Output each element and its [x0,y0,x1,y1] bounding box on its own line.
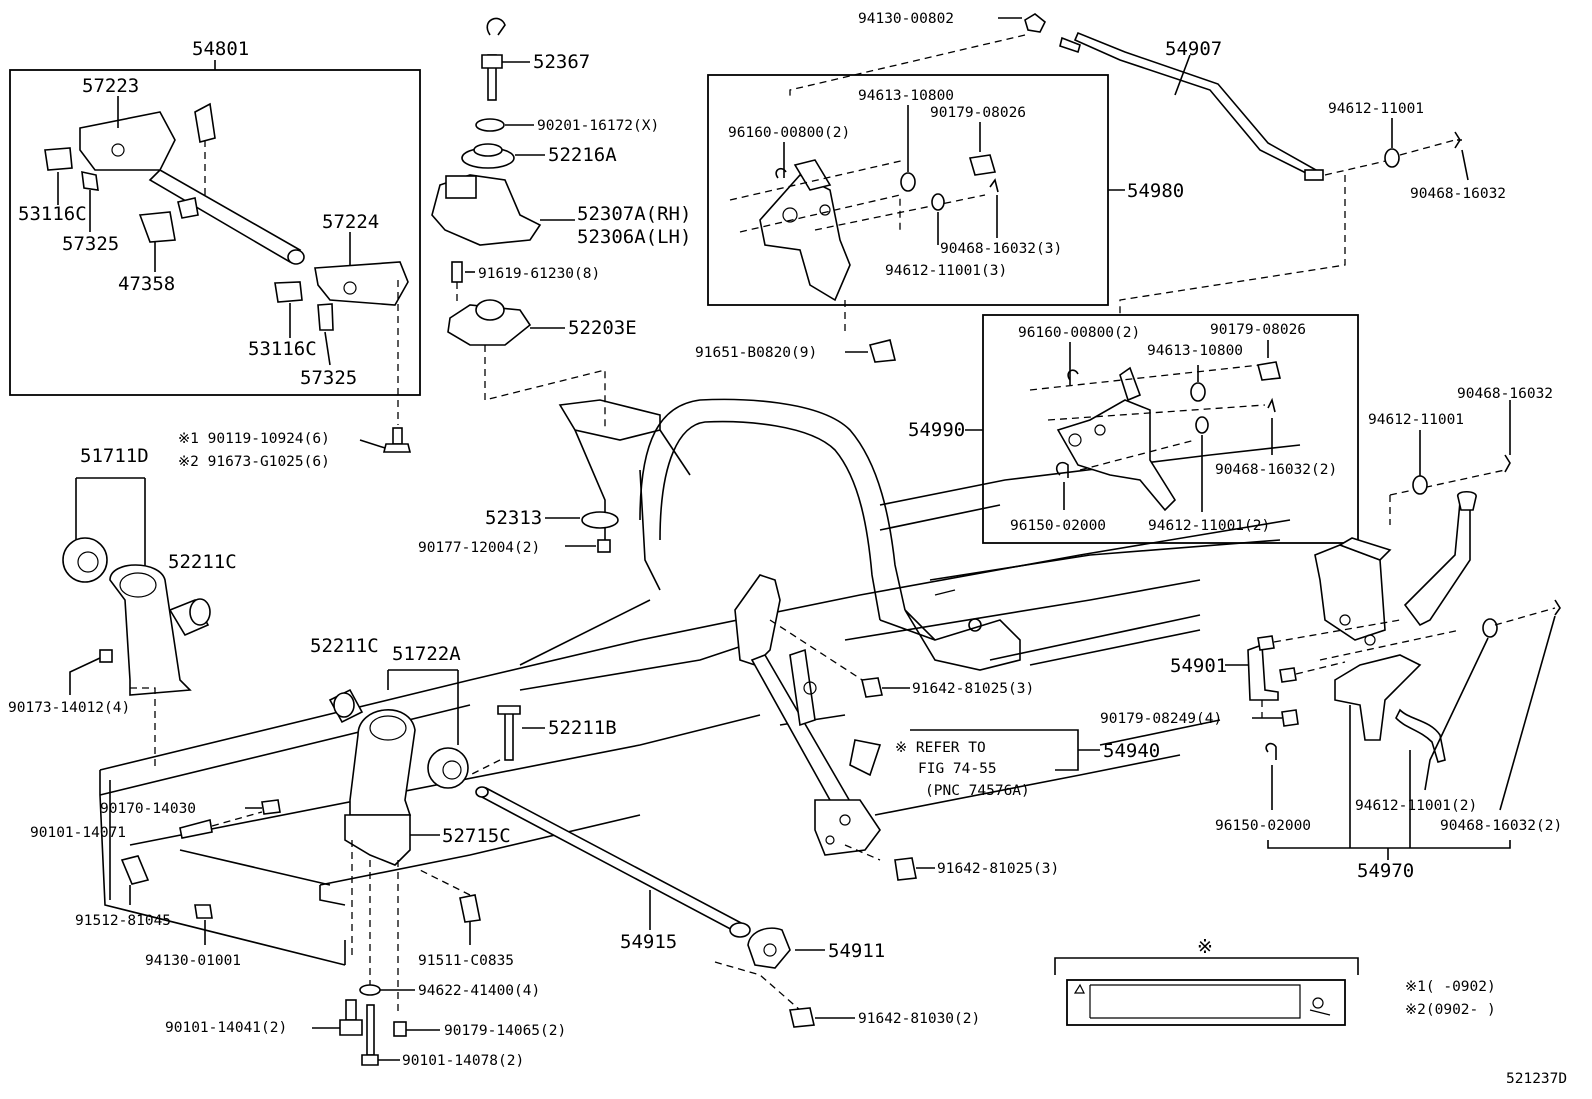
label-91642-81030: 91642-81030(2) [858,1011,980,1027]
note-1: ※1( -0902) [1405,979,1496,995]
label-52211c-b: 52211C [310,635,379,657]
label-57325-b: 57325 [300,367,357,389]
label-90179-08026-a: 90179-08026 [930,105,1026,121]
left-mount-51722a: 52211C 51722A 52715C 52211B 90170-14030 … [30,635,617,1069]
rod-54915: 54915 54911 91642-81030(2) [475,786,980,1028]
rod-54907: 94130-00802 54907 94612-11001 90468-1603… [789,11,1506,315]
note-2: ※2(0902- ) [1405,1002,1496,1018]
label-90173: 90173-14012(4) [8,700,130,716]
label-91619: 91619-61230(8) [478,266,600,282]
label-57325-a: 57325 [62,233,119,255]
label-90179-14065: 90179-14065(2) [444,1023,566,1039]
label-57223: 57223 [82,75,139,97]
label-94130-00802: 94130-00802 [858,11,954,27]
label-90468-2b: 90468-16032(2) [1440,818,1562,834]
label-52203e: 52203E [568,317,637,339]
label-90177: 90177-12004(2) [418,540,540,556]
label-54980: 54980 [1127,180,1184,202]
label-90201: 90201-16172(X) [537,118,659,134]
label-54907: 54907 [1165,38,1222,60]
label-54940: 54940 [1103,740,1160,762]
label-90468-3: 90468-16032(3) [940,241,1062,257]
label-96160-b: 96160-00800(2) [1018,325,1140,341]
label-94612-top: 94612-11001 [1328,101,1424,117]
label-91642-81025-b: 91642-81025(3) [937,861,1059,877]
label-52211b: 52211B [548,717,617,739]
top-center-stack: 52367 90201-16172(X) 52216A 52307A(RH) 5… [418,17,691,556]
label-91651: 91651-B0820(9) [695,345,817,361]
label-54901: 54901 [1170,655,1227,677]
label-94613-a: 94613-10800 [858,88,954,104]
assembly-box-54980: 94613-10800 90179-08026 96160-00800(2) 5… [695,74,1184,363]
label-96160-a: 96160-00800(2) [728,125,850,141]
label-90119: ※1 90119-10924(6) [178,431,330,447]
label-90101-14078: 90101-14078(2) [402,1053,524,1069]
label-52306a: 52306A(LH) [577,226,691,248]
label-90179-08026-b: 90179-08026 [1210,322,1306,338]
label-96150-a: 96150-02000 [1010,518,1106,534]
label-52715c: 52715C [442,825,511,847]
refer-note-line1: ※ REFER TO [895,740,986,756]
label-94612-3: 94612-11001(3) [885,263,1007,279]
label-96150-b: 96150-02000 [1215,818,1311,834]
assembly-box-54801: 54801 57223 53116C 57325 47358 57224 531… [9,38,421,425]
label-90468-right: 90468-16032 [1457,386,1553,402]
label-91673: ※2 91673-G1025(6) [178,454,330,470]
label-90101-14041: 90101-14041(2) [165,1020,287,1036]
label-54801: 54801 [192,38,249,60]
label-94130-01001: 94130-01001 [145,953,241,969]
label-90101-14071: 90101-14071 [30,825,126,841]
label-52367: 52367 [533,51,590,73]
label-94612-2b: 94612-11001(2) [1355,798,1477,814]
label-52216a: 52216A [548,144,617,166]
refer-note-line3: (PNC 74576A) [925,783,1030,799]
label-91512: 91512-81045 [75,913,171,929]
label-90170: 90170-14030 [100,801,196,817]
label-54970: 54970 [1357,860,1414,882]
label-90179-08249: 90179-08249(4) [1100,711,1222,727]
label-51722a: 51722A [392,643,461,665]
label-54990: 54990 [908,419,965,441]
label-47358: 47358 [118,273,175,295]
label-52307a: 52307A(RH) [577,203,691,225]
label-91642-81025-a: 91642-81025(3) [912,681,1034,697]
bolt-90119: ※1 90119-10924(6) ※2 91673-G1025(6) [178,427,412,470]
drawing-number: 521237D [1506,1071,1567,1087]
label-52211c-a: 52211C [168,551,237,573]
left-mount-51711d: 51711D 52211C 90173-14012(4) [8,445,237,770]
label-53116c-a: 53116C [18,203,87,225]
label-90468-top: 90468-16032 [1410,186,1506,202]
frame-outline [99,398,1301,966]
label-90468-2a: 90468-16032(2) [1215,462,1337,478]
label-53116c-b: 53116C [248,338,317,360]
lever-54970: 90468-16032 94612-11001 90468-16032(2) 9… [1100,386,1562,882]
label-94612-right: 94612-11001 [1368,412,1464,428]
label-54915: 54915 [620,931,677,953]
label-94612-2a: 94612-11001(2) [1148,518,1270,534]
label-51711d: 51711D [80,445,149,467]
assembly-box-54990: 96160-00800(2) 90179-08026 94613-10800 5… [908,314,1359,544]
label-91511: 91511-C0835 [418,953,514,969]
label-94613-b: 94613-10800 [1147,343,1243,359]
label-54911: 54911 [828,940,885,962]
legend: ※ ※1( -0902) ※2(0902- ) [1054,936,1496,1026]
legend-mark: ※ [1197,936,1213,958]
lever-54940: 91642-81025(3) 91642-81025(3) ※ REFER TO… [734,574,1160,881]
label-52313: 52313 [485,507,542,529]
label-94622: 94622-41400(4) [418,983,540,999]
refer-note-line2: FIG 74-55 [918,761,997,777]
label-57224: 57224 [322,211,379,233]
